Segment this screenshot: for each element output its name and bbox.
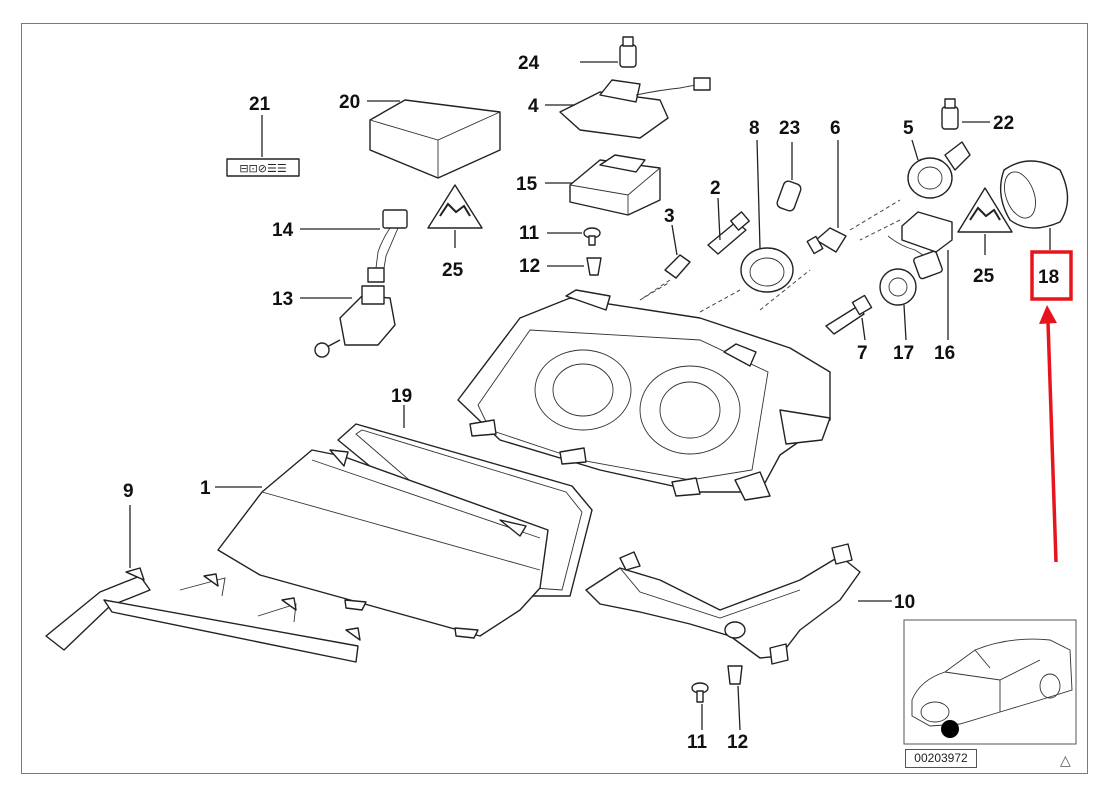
callout-11-lower: 11	[687, 732, 708, 753]
callout-14: 14	[272, 220, 294, 241]
part-16-module	[859, 211, 953, 340]
callout-12-lower: 12	[727, 732, 748, 753]
callout-23: 23	[779, 118, 800, 139]
part-12-clip-upper	[547, 257, 602, 276]
highlight-arrow	[1046, 321, 1058, 563]
part-12-clip-lower	[727, 665, 743, 731]
part-10-bracket	[585, 543, 892, 665]
callout-8: 8	[749, 118, 760, 139]
part-24-socket	[580, 36, 637, 68]
part-11-screw-upper	[547, 227, 601, 246]
part-15-control-unit	[545, 154, 661, 216]
car-location-thumbnail	[903, 619, 1077, 745]
callout-11-upper: 11	[519, 223, 540, 244]
label-sticker-icon: ⊟⊡⊘☰☰	[226, 115, 300, 177]
warning-triangle-icon	[957, 187, 1013, 255]
part-11-screw-lower	[691, 682, 709, 730]
callout-15: 15	[516, 174, 538, 195]
part-13-actuator	[300, 285, 396, 358]
callout-21: 21	[249, 94, 271, 115]
reference-code: 00203972	[905, 749, 977, 768]
callout-7: 7	[857, 343, 868, 364]
callout-5: 5	[903, 118, 914, 139]
callout-10: 10	[894, 592, 915, 613]
part-2-bulb	[707, 197, 750, 255]
callout-12-upper: 12	[519, 256, 540, 277]
callout-4: 4	[528, 96, 539, 117]
callout-3: 3	[664, 206, 675, 227]
part-23-capsule	[776, 142, 802, 212]
callout-22: 22	[993, 113, 1014, 134]
headlight-housing	[457, 269, 831, 501]
part-7-bulb	[825, 294, 873, 341]
caution-icon: △	[1060, 753, 1071, 769]
part-8-ring	[740, 139, 794, 293]
callout-17: 17	[893, 343, 914, 364]
part-6-bulb	[806, 140, 901, 255]
callout-18: 18	[1038, 267, 1059, 288]
callout-20: 20	[339, 92, 360, 113]
callout-6: 6	[830, 118, 841, 139]
warning-triangle-icon	[427, 184, 483, 248]
svg-text:⊟⊡⊘☰☰: ⊟⊡⊘☰☰	[239, 162, 286, 175]
part-9-trim	[45, 505, 361, 663]
callout-19: 19	[391, 386, 412, 407]
part-5-cover	[907, 139, 971, 199]
part-18-cap	[999, 160, 1069, 250]
part-20-box	[367, 99, 501, 179]
callout-25-right: 25	[973, 266, 995, 287]
highlight-box	[1030, 250, 1073, 301]
part-4-bracket	[545, 77, 711, 139]
part-22-socket	[941, 98, 990, 130]
callout-13: 13	[272, 289, 293, 310]
arrow-head-icon	[1039, 305, 1057, 324]
callout-16: 16	[934, 343, 955, 364]
part-1-lens	[215, 449, 549, 639]
callout-24: 24	[518, 53, 540, 74]
callout-2: 2	[710, 178, 721, 199]
callout-1: 1	[200, 478, 211, 499]
diagram-frame	[21, 23, 1088, 774]
part-17-cover	[879, 268, 917, 341]
part-14-connector	[300, 209, 408, 283]
part-3-bulb	[639, 224, 691, 301]
callout-9: 9	[123, 481, 134, 502]
callout-25-left: 25	[442, 260, 464, 281]
